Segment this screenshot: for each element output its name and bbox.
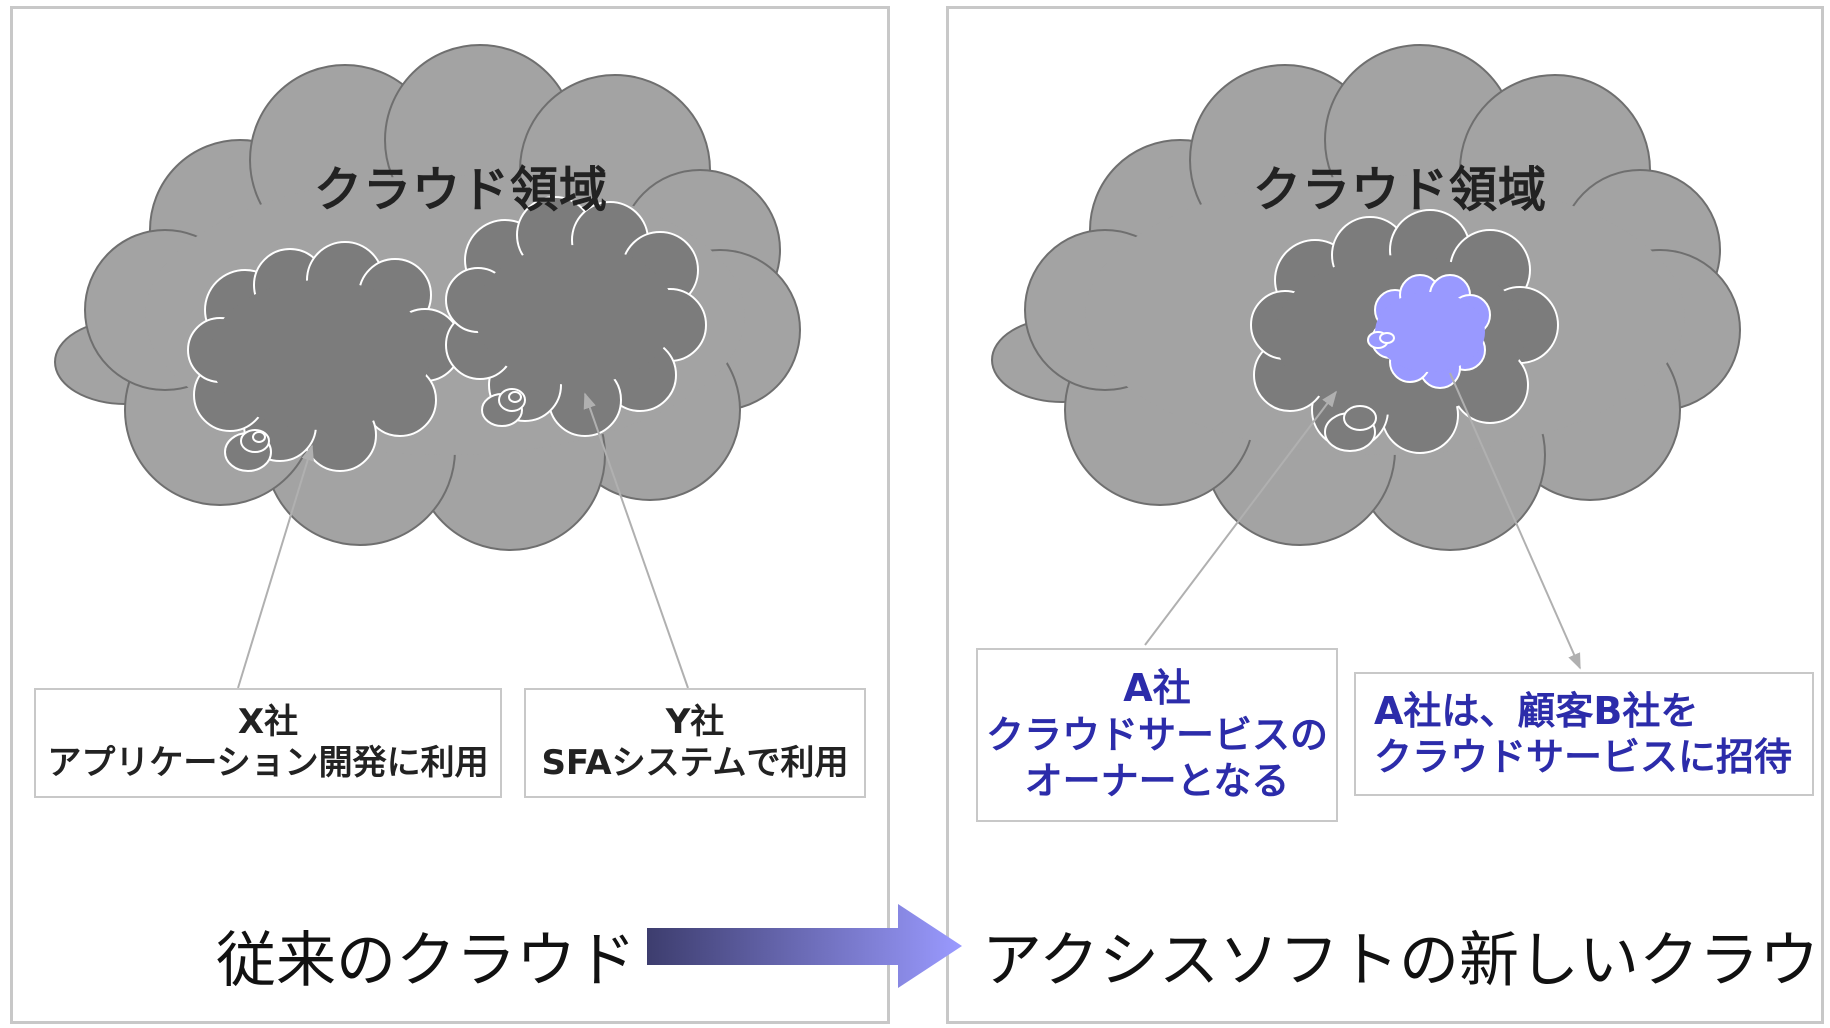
box-company-a-invites-b: A社は、顧客B社を クラウドサービスに招待: [1354, 672, 1814, 796]
left-inner-cloud-y: [445, 196, 707, 437]
right-cloud-a-puffs: [1324, 405, 1377, 452]
right-invited-cloud-b: [1371, 274, 1491, 389]
box-x-line1: X社: [237, 701, 299, 742]
box-b-line2: クラウドサービスに招待: [1374, 735, 1793, 779]
right-cloud-title: クラウド領域: [1253, 162, 1548, 218]
caption-traditional-cloud: 従来のクラウド: [216, 926, 636, 996]
right-pointer-a: [1144, 390, 1337, 646]
box-a-line3: オーナーとなる: [1024, 759, 1290, 804]
box-company-y: Y社 SFAシステムで利用: [524, 688, 866, 798]
box-b-line1: A社は、顧客B社を: [1374, 688, 1699, 733]
box-company-a: A社 クラウドサービスの オーナーとなる: [976, 648, 1338, 822]
left-pointer-y: [583, 392, 689, 689]
left-pointer-x: [237, 444, 314, 689]
box-a-line2: クラウドサービスの: [985, 712, 1328, 757]
box-company-x: X社 アプリケーション開発に利用: [34, 688, 502, 798]
right-pointer-b: [1449, 372, 1581, 670]
left-cloud-title: クラウド領域: [314, 162, 609, 218]
caption-axissoft-new-cloud: アクシスソフトの新しいクラウド: [982, 926, 1830, 996]
left-cloud-y-puffs: [481, 388, 526, 427]
box-x-line2: アプリケーション開発に利用: [47, 743, 489, 783]
transition-arrow: [647, 904, 962, 988]
box-a-line1: A社: [1123, 666, 1191, 711]
box-y-line2: SFAシステムで利用: [541, 743, 849, 783]
left-cloud-x-puffs: [224, 429, 272, 472]
right-cloud-b-puffs: [1367, 331, 1395, 349]
box-y-line1: Y社: [665, 701, 725, 742]
